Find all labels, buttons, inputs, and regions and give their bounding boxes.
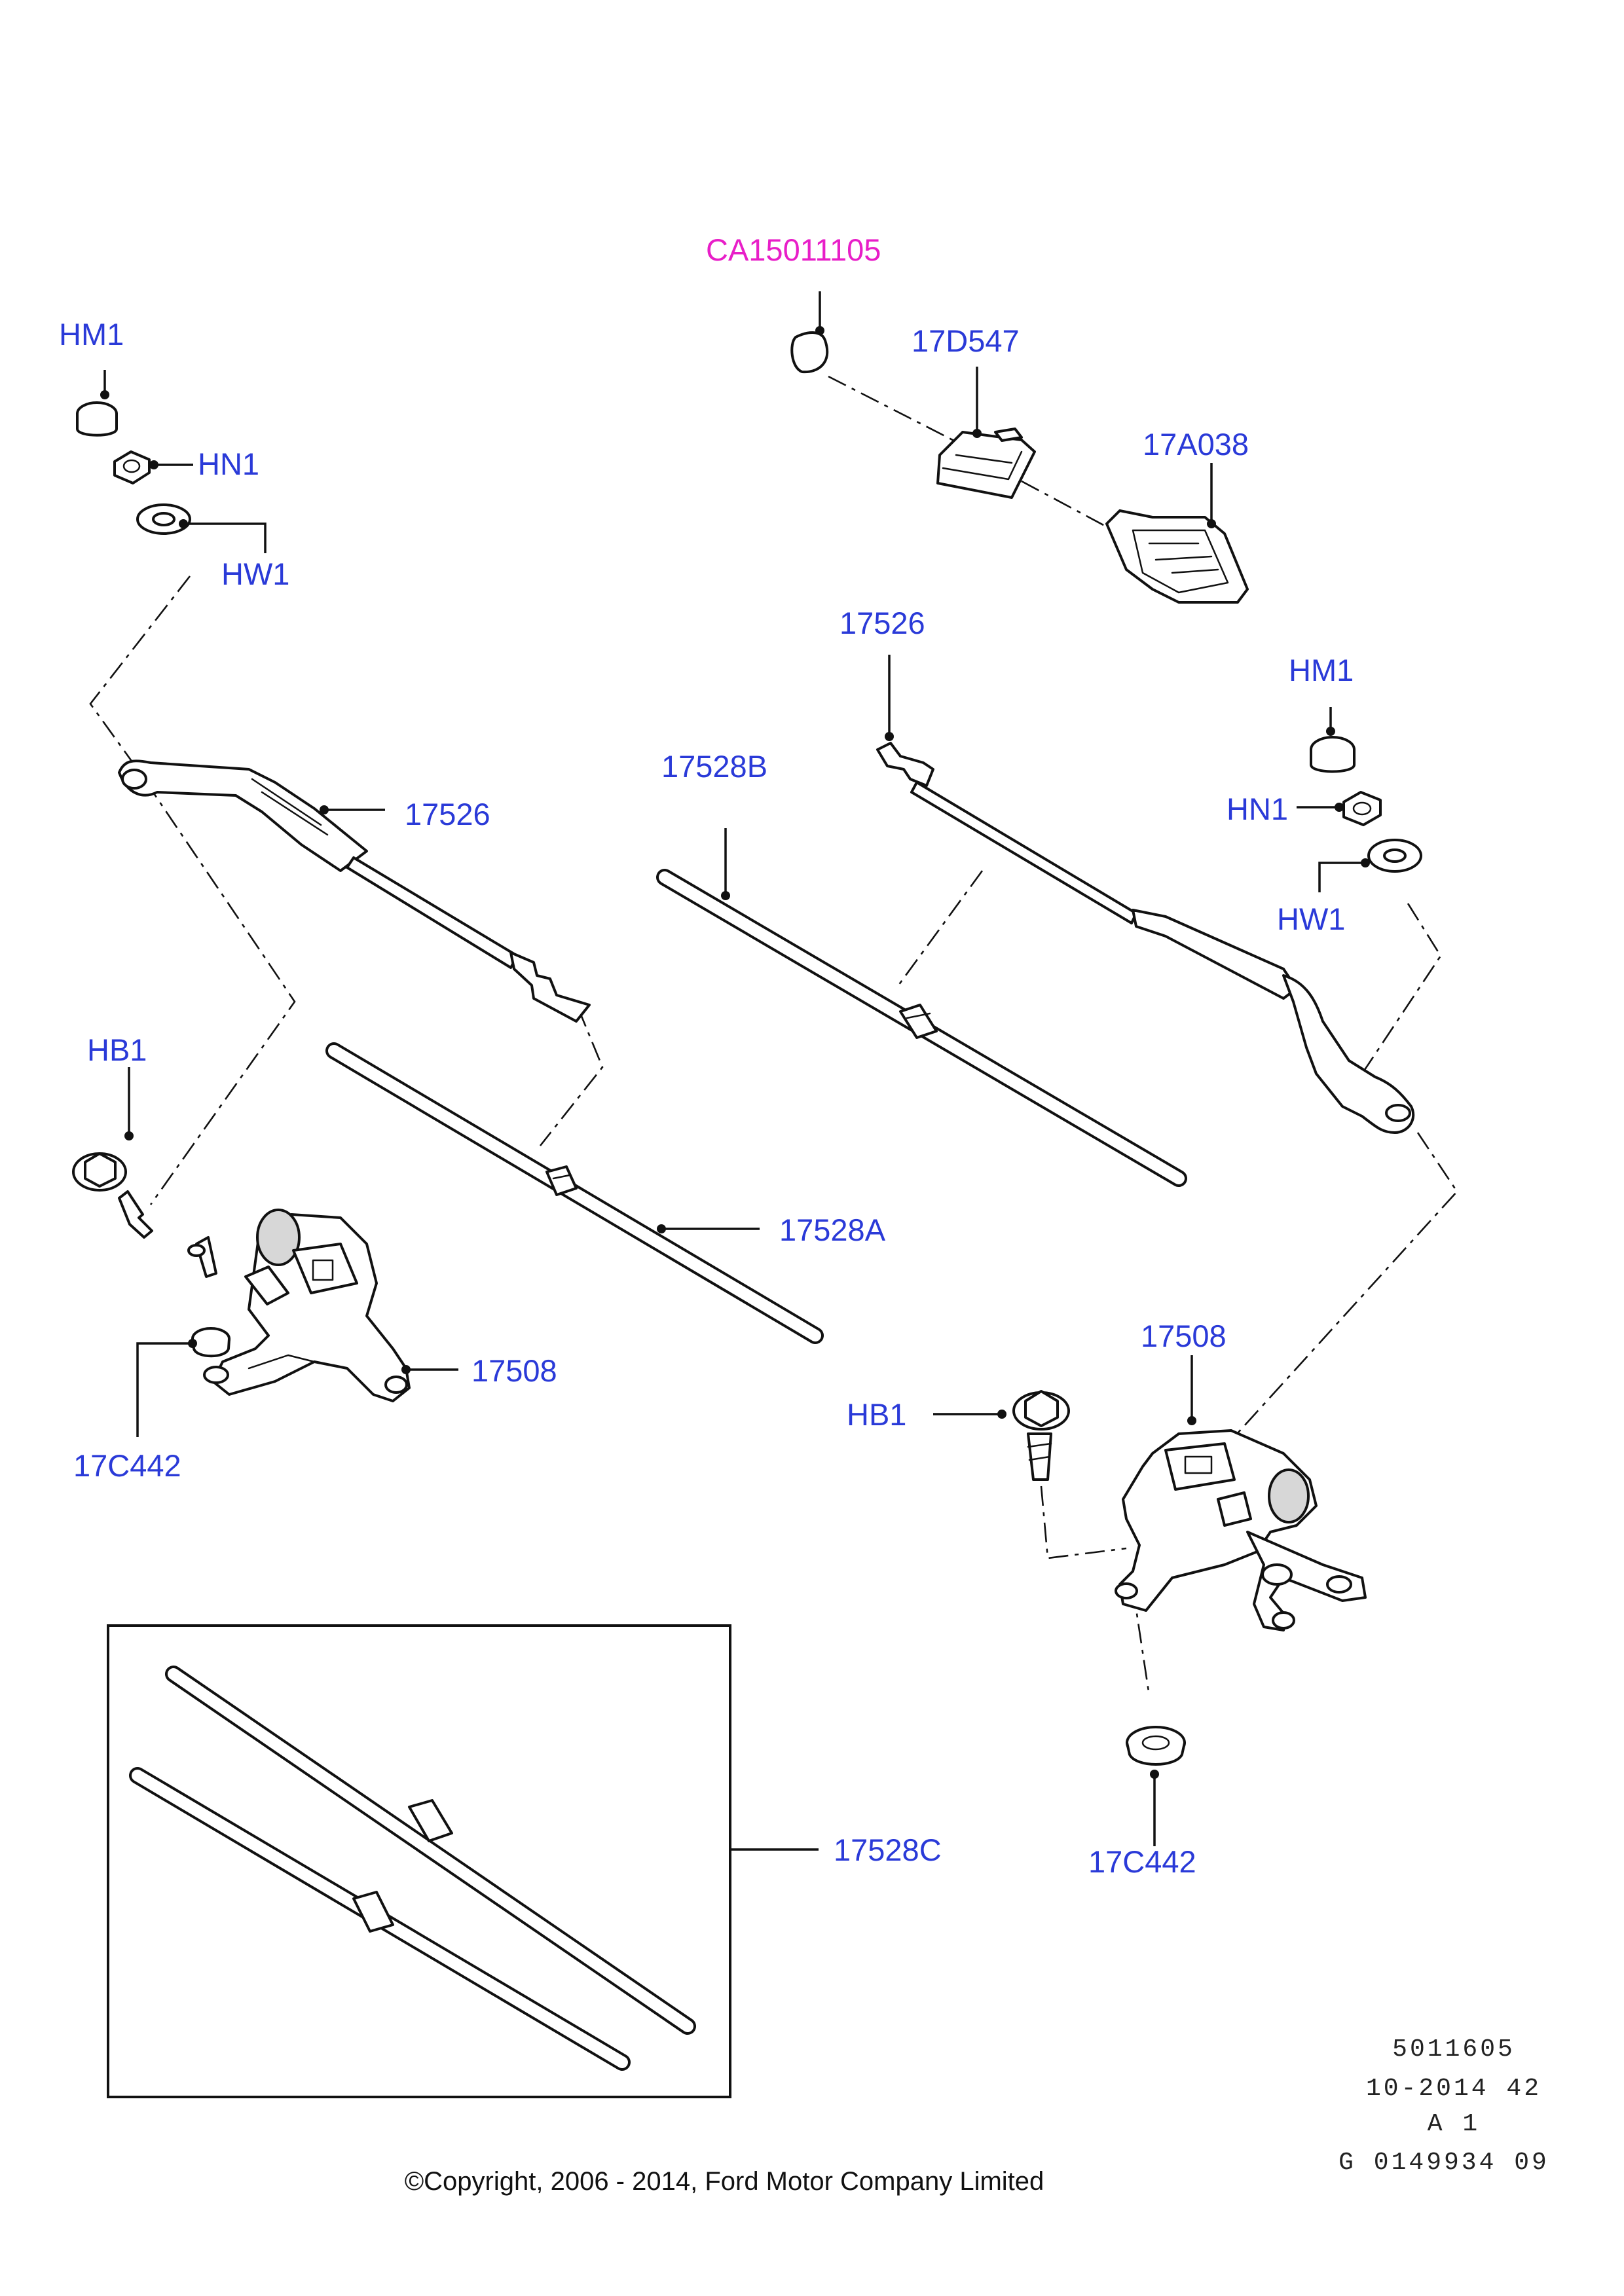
label-hb1-right[interactable]: HB1 [847, 1397, 906, 1432]
grommet-17c442-left[interactable] [191, 1327, 231, 1358]
blade-set-box [107, 1624, 731, 2098]
leader-dots [100, 326, 1370, 1779]
diagram-reference: G 0149934 09 [1338, 2149, 1549, 2177]
label-hw1-left[interactable]: HW1 [221, 556, 289, 591]
label-17c442-left[interactable]: 17C442 [73, 1448, 181, 1483]
wiper-blade-17528b[interactable] [656, 869, 1187, 1187]
label-hb1-left[interactable]: HB1 [87, 1032, 147, 1067]
bolt-hb1-right[interactable] [1012, 1390, 1070, 1481]
label-hm1-left[interactable]: HM1 [59, 317, 124, 352]
washer-hw1-right[interactable] [1367, 839, 1422, 873]
label-hw1-right[interactable]: HW1 [1277, 902, 1345, 936]
nut-hn1-left[interactable] [113, 450, 151, 484]
wiper-motor-17508-left[interactable] [187, 1209, 411, 1402]
label-17c442-right[interactable]: 17C442 [1088, 1844, 1196, 1879]
label-17528b[interactable]: 17528B [661, 749, 767, 784]
wiper-arm-17526-right[interactable] [876, 742, 1415, 1134]
label-hn1-right[interactable]: HN1 [1227, 792, 1288, 826]
diagram-date: 10-2014 42 [1366, 2075, 1541, 2103]
label-17508-right[interactable]: 17508 [1141, 1319, 1227, 1353]
washer-hw1-left[interactable] [136, 503, 191, 535]
label-17d547[interactable]: 17D547 [912, 323, 1020, 358]
diagram-revision: A 1 [1428, 2110, 1480, 2138]
label-17528c[interactable]: 17528C [834, 1832, 942, 1867]
label-17526-left[interactable]: 17526 [405, 797, 490, 831]
leader-lines [103, 291, 1365, 1851]
wiper-arm-17526-left[interactable] [118, 759, 591, 1023]
label-17526-right[interactable]: 17526 [840, 606, 925, 640]
nut-hn1-right[interactable] [1342, 791, 1382, 826]
bolt-hb1-left[interactable] [72, 1152, 153, 1239]
label-hn1-left[interactable]: HN1 [198, 446, 259, 481]
label-ca15011105[interactable]: CA15011105 [706, 232, 881, 267]
wiper-motor-17508-right[interactable] [1115, 1429, 1367, 1631]
diagram-code: 5011605 [1392, 2035, 1515, 2064]
cap-hm1-right[interactable] [1310, 736, 1356, 773]
grommet-17c442-right[interactable] [1126, 1726, 1186, 1766]
label-17a038[interactable]: 17A038 [1143, 427, 1249, 462]
label-17528a[interactable]: 17528A [779, 1212, 886, 1247]
copyright-notice: ©Copyright, 2006 - 2014, Ford Motor Comp… [405, 2167, 1044, 2196]
clip-ca15011105[interactable] [790, 331, 829, 374]
label-hm1-right[interactable]: HM1 [1289, 653, 1354, 687]
sensor-bracket-17a038[interactable] [1105, 509, 1249, 604]
cap-hm1-left[interactable] [76, 401, 118, 437]
rain-sensor-17d547[interactable] [936, 428, 1036, 499]
wiper-blade-set-17528c[interactable] [129, 1666, 696, 2071]
label-17508-left[interactable]: 17508 [471, 1353, 557, 1388]
wiper-blade-17528a[interactable] [325, 1042, 824, 1344]
